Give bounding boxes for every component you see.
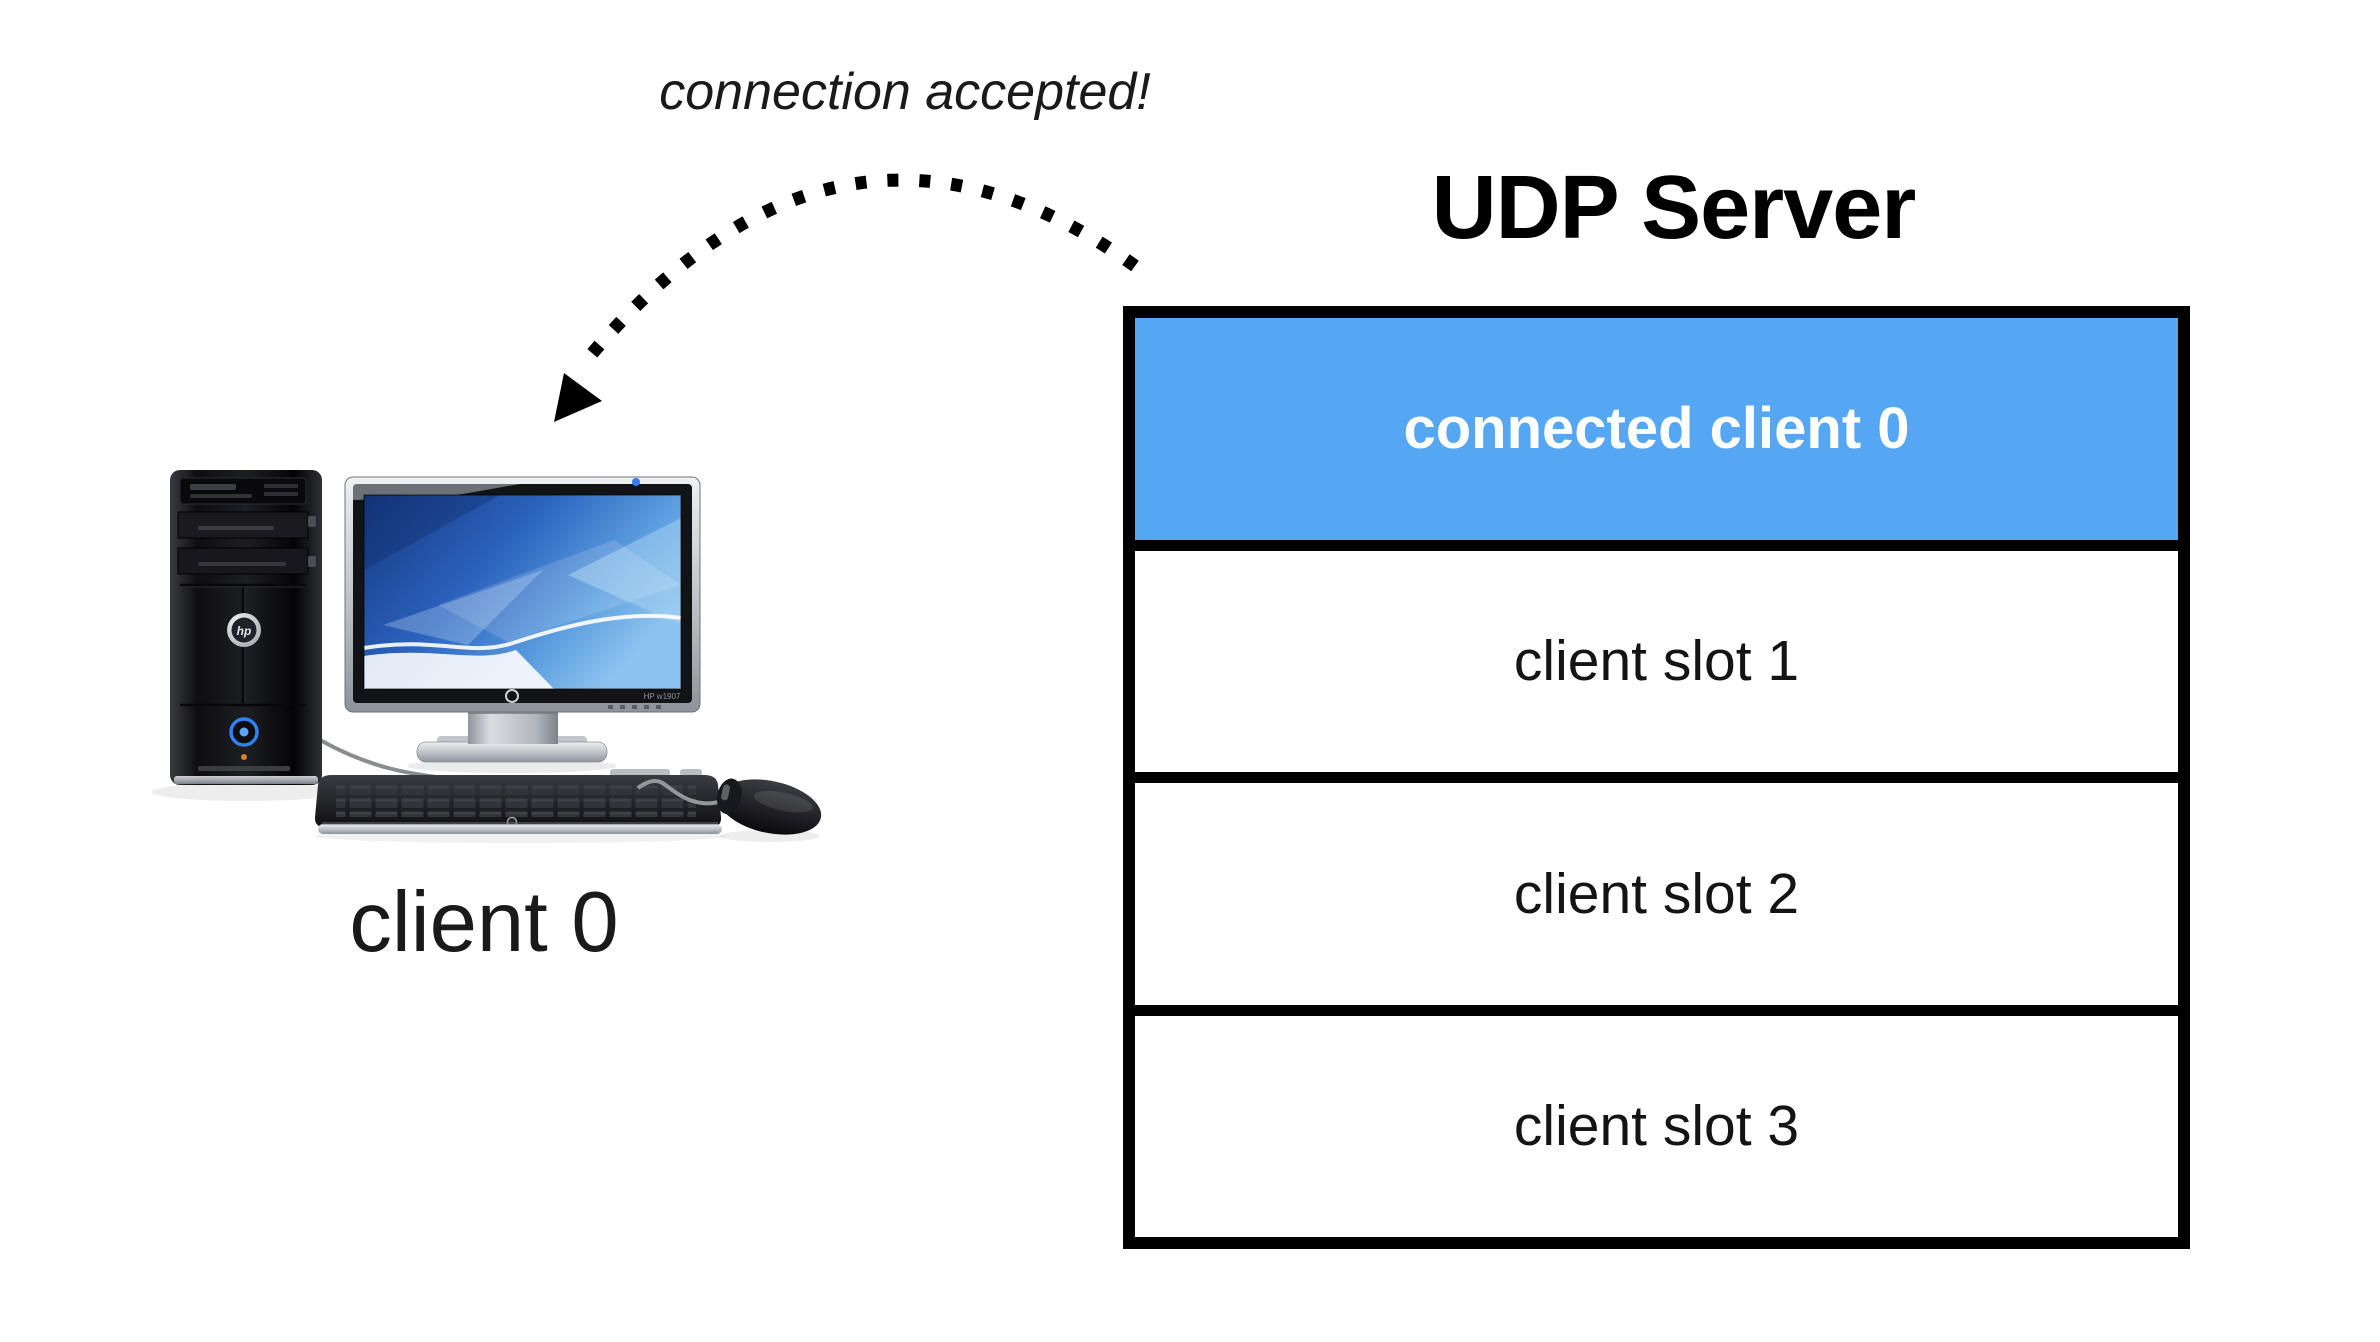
- server-slot-row-2: client slot 2: [1135, 772, 2178, 1005]
- server-slot-row-3: client slot 3: [1135, 1004, 2178, 1237]
- slot-label: client slot 3: [1513, 1094, 1800, 1159]
- server-slot-row-connected: connected client 0: [1135, 318, 2178, 540]
- desktop-computer-icon: hp HP w1907: [151, 470, 822, 843]
- slot-label: connected client 0: [1403, 396, 1910, 462]
- annotation-text: connection accepted!: [659, 63, 1151, 121]
- mouse-cable: [636, 779, 726, 806]
- computer-tower: hp: [170, 470, 322, 785]
- server-slot-row-1: client slot 1: [1135, 539, 2178, 772]
- server-title: UDP Server: [1431, 158, 1917, 258]
- slot-label: client slot 2: [1513, 861, 1800, 926]
- tower-hp-logo-text: hp: [237, 624, 252, 638]
- monitor-buttons: [608, 705, 661, 709]
- server-slot-table: connected client 0 client slot 1 client …: [1123, 306, 2190, 1249]
- slot-label: client slot 1: [1513, 629, 1800, 694]
- monitor-power-led: [632, 478, 640, 486]
- client-label: client 0: [349, 875, 619, 970]
- monitor: HP w1907: [344, 476, 701, 763]
- monitor-badge: HP w1907: [644, 692, 681, 701]
- arrow-head: [554, 373, 602, 422]
- arrow-arc: [580, 173, 1139, 367]
- keyboard: [314, 769, 722, 834]
- mouse: [636, 778, 822, 835]
- monitor-hp-logo: [505, 689, 519, 703]
- power-led: [241, 754, 247, 760]
